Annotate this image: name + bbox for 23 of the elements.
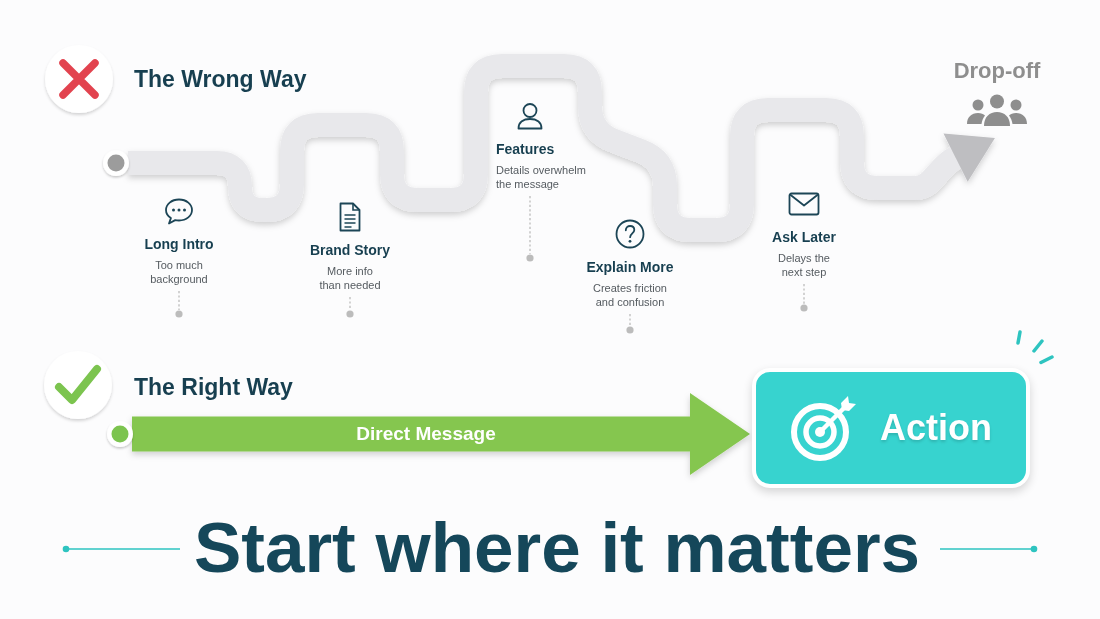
card-label: Action	[880, 408, 992, 448]
section-heading: The Right Way	[134, 374, 293, 402]
step-description: More info than needed	[318, 264, 382, 292]
dotted-leader-line	[526, 195, 534, 262]
arrow	[132, 393, 750, 475]
step-description: Too much background	[149, 258, 209, 286]
page-title: Start where it matters	[194, 512, 920, 583]
section-heading: The Wrong Way	[134, 66, 307, 94]
dotted-leader-line	[626, 313, 634, 334]
step-description: Creates friction and confusion	[592, 281, 668, 309]
step-heading: Ask Later	[772, 229, 836, 246]
step-description: Delays the next step	[777, 251, 831, 279]
dotted-leader-line	[346, 296, 354, 318]
step-heading: Long Intro	[144, 236, 214, 253]
dotted-leader-line	[800, 283, 808, 312]
edge-label: Direct Message	[356, 423, 496, 445]
step-heading: Brand Story	[309, 242, 391, 259]
step-heading: Features	[496, 141, 555, 158]
step-heading: Explain More	[586, 259, 674, 276]
dotted-leader-line	[175, 290, 183, 318]
outcome-heading: Drop-off	[953, 58, 1041, 84]
winding-road-arrow	[128, 54, 994, 242]
step-description: Details overwhelm the message	[496, 163, 587, 191]
